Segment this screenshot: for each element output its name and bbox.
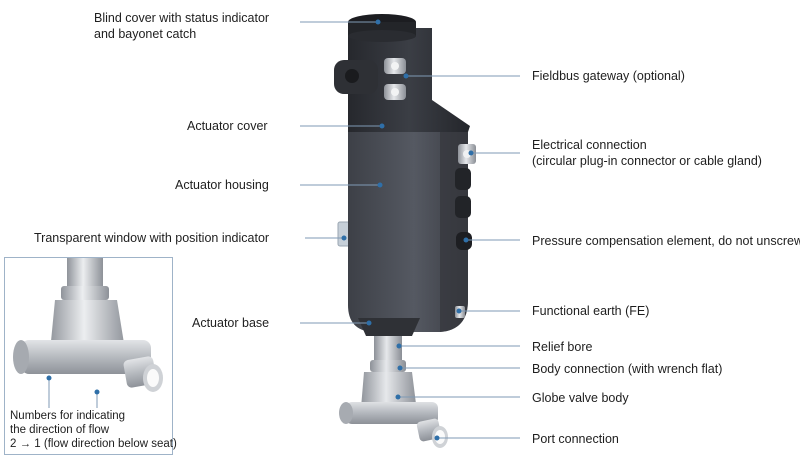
inset-caption: Numbers for indicating the direction of … [10, 409, 177, 451]
callout-blind-cover-line1: Blind cover with status indicator [94, 11, 270, 25]
callout-body-connection: Body connection (with wrench flat) [532, 362, 723, 376]
callout-transparent-window: Transparent window with position indicat… [34, 231, 270, 245]
inset-caption-line3: 2 → 1 (flow direction below seat) [10, 438, 177, 450]
callout-actuator-cover: Actuator cover [187, 119, 268, 133]
dot-relief-bore [396, 343, 402, 349]
dot-fieldbus-gateway [403, 73, 409, 79]
dot-functional-earth [456, 308, 462, 314]
callout-functional-earth: Functional earth (FE) [532, 304, 650, 318]
leader-dots [341, 19, 474, 441]
blind-cover [348, 14, 416, 42]
dot-port-connection [434, 435, 440, 441]
dot-actuator-base [366, 320, 372, 326]
relief-bore-neck [370, 336, 406, 372]
inset-caption-line2: the direction of flow [10, 424, 110, 436]
callout-port-connection: Port connection [532, 432, 619, 446]
callout-blind-cover-line2: and bayonet catch [94, 27, 197, 41]
leader-lines [300, 21, 520, 439]
inset-valve-detail: Numbers for indicating the direction of … [4, 257, 177, 455]
dot-transparent-window [341, 235, 347, 241]
actuator-base [358, 318, 420, 336]
inset-dot-right [94, 389, 100, 395]
callout-relief-bore: Relief bore [532, 340, 593, 354]
callout-electrical-connection-line1: Electrical connection [532, 138, 647, 152]
inset-dot-left [46, 375, 52, 381]
callout-actuator-base: Actuator base [192, 316, 270, 330]
inset-dots [46, 375, 100, 395]
dot-body-connection [397, 365, 403, 371]
dot-actuator-housing [377, 182, 383, 188]
port-connection [339, 402, 448, 448]
callout-electrical-connection: Electrical connection (circular plug-in … [532, 137, 762, 169]
dot-electrical-connection [468, 150, 474, 156]
callout-blind-cover: Blind cover with status indicator and ba… [94, 10, 269, 42]
inset-caption-line1: Numbers for indicating [10, 410, 126, 422]
inset-port-left [13, 340, 29, 374]
fieldbus-gateway [334, 58, 406, 100]
callout-fieldbus-gateway: Fieldbus gateway (optional) [532, 69, 685, 83]
callout-actuator-housing: Actuator housing [175, 178, 269, 192]
dot-blind-cover [375, 19, 381, 25]
inset-valve-body [21, 300, 151, 374]
actuator-housing [348, 128, 468, 332]
actuator-cover [348, 28, 470, 132]
electrical-connection [458, 144, 476, 164]
inset-port-right [123, 356, 163, 392]
inset-valve-illustration [13, 258, 163, 408]
dot-actuator-cover [379, 123, 385, 129]
dot-globe-valve-body [395, 394, 401, 400]
callout-electrical-connection-line2: (circular plug-in connector or cable gla… [532, 154, 762, 168]
callout-pressure-compensation: Pressure compensation element, do not un… [532, 234, 800, 248]
dot-pressure-compensation [463, 237, 469, 243]
inset-leaders [48, 378, 98, 408]
globe-valve-body [346, 372, 438, 424]
callout-globe-valve-body: Globe valve body [532, 391, 629, 405]
side-ports [455, 168, 471, 218]
inset-valve-stem [61, 258, 109, 300]
